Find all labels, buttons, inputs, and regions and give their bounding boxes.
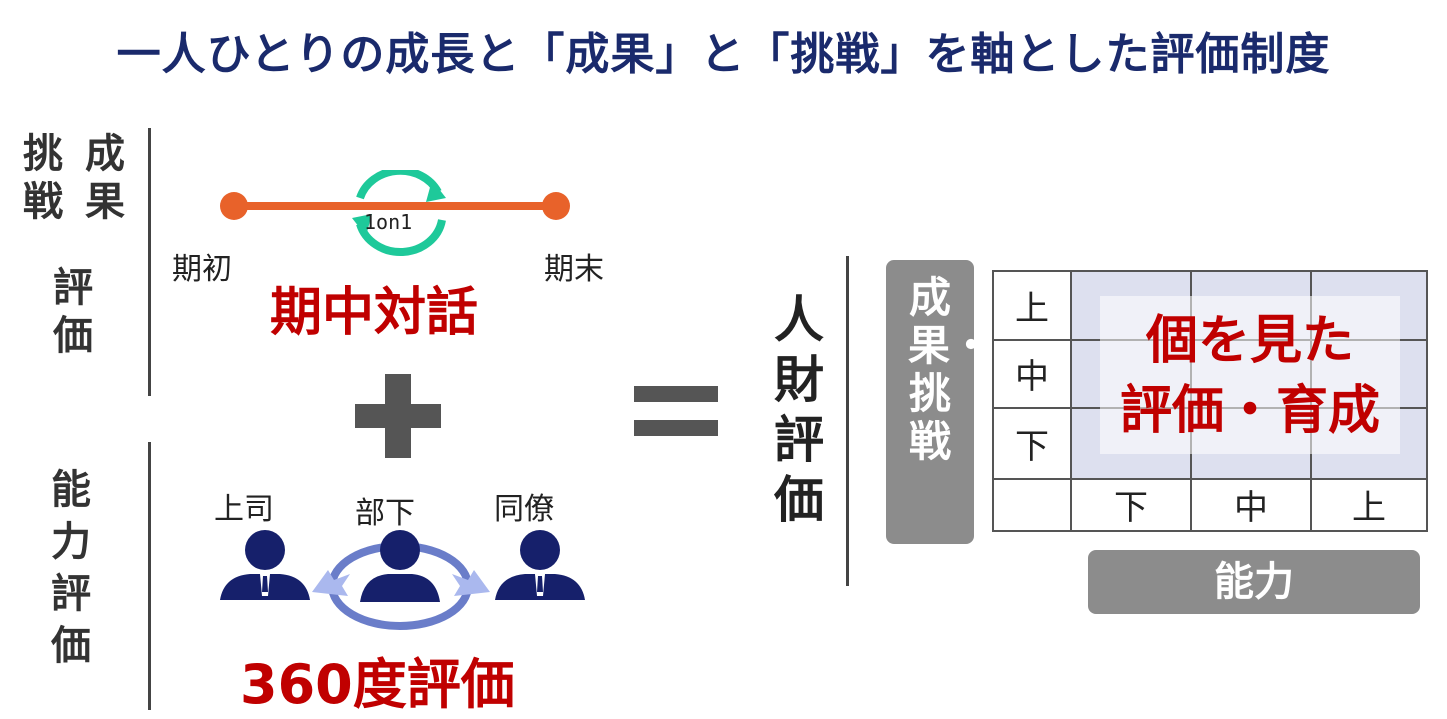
colleague-person-icon — [495, 530, 585, 600]
row-header-mid: 中 — [992, 338, 1072, 410]
matrix-x-axis-label: 能力 — [1088, 550, 1420, 614]
colleague-label: 同僚 — [494, 492, 554, 527]
equals-icon-bottom — [634, 420, 718, 436]
matrix-corner — [992, 477, 1072, 533]
subordinate-person-icon — [360, 530, 440, 602]
arrow-from-boss — [312, 570, 350, 596]
boss-label: 上司 — [214, 492, 274, 527]
timeline-start-dot — [220, 192, 248, 220]
timeline-graphic — [220, 170, 570, 256]
plus-icon-vertical — [385, 374, 411, 458]
label-challenge: 挑戦 — [18, 130, 68, 226]
360-review-caption: 360度評価 — [240, 653, 515, 716]
row-header-high: 上 — [992, 270, 1072, 341]
timeline-start-label: 期初 — [172, 252, 232, 287]
midterm-dialogue-caption: 期中対話 — [270, 283, 479, 343]
matrix-y-axis-label: 成果・挑戦 — [908, 273, 993, 466]
label-evaluation: 評価 — [53, 265, 93, 359]
timeline-end-dot — [542, 192, 570, 220]
col-header-high: 上 — [1310, 477, 1428, 533]
label-challenge-text: 挑戦 — [23, 131, 63, 225]
label-ability-eval: 能力評価 — [51, 467, 91, 669]
loop-icon — [352, 170, 446, 256]
talent-evaluation-label: 人財評価 — [774, 291, 824, 529]
timeline-end-label: 期末 — [544, 252, 604, 287]
arrow-from-colleague — [452, 570, 490, 596]
label-result: 成果 — [80, 130, 130, 226]
matrix-overlay-panel — [1100, 296, 1400, 454]
label-result-text: 成果 — [85, 131, 125, 225]
peer-review-graphic — [220, 530, 585, 630]
overlay-line-1: 個を見た — [1145, 311, 1354, 371]
matrix-overlay-text: 個を見た 評価・育成 — [1100, 306, 1400, 446]
boss-person-icon — [220, 530, 310, 600]
col-header-low: 下 — [1070, 477, 1192, 533]
divider-top-left — [148, 128, 151, 396]
row-header-low: 下 — [992, 407, 1072, 480]
one-on-one-badge: 1on1 — [364, 210, 413, 234]
page-title: 一人ひとりの成長と「成果」と「挑戦」を軸とした評価制度 — [116, 29, 1331, 80]
matrix-y-axis-box: 成果・挑戦 — [886, 260, 993, 544]
overlay-line-2: 評価・育成 — [1119, 381, 1380, 441]
equals-icon-top — [634, 386, 718, 402]
divider-bottom-left — [148, 442, 151, 710]
divider-right — [846, 256, 849, 586]
subordinate-label: 部下 — [355, 496, 415, 531]
col-header-mid: 中 — [1190, 477, 1312, 533]
